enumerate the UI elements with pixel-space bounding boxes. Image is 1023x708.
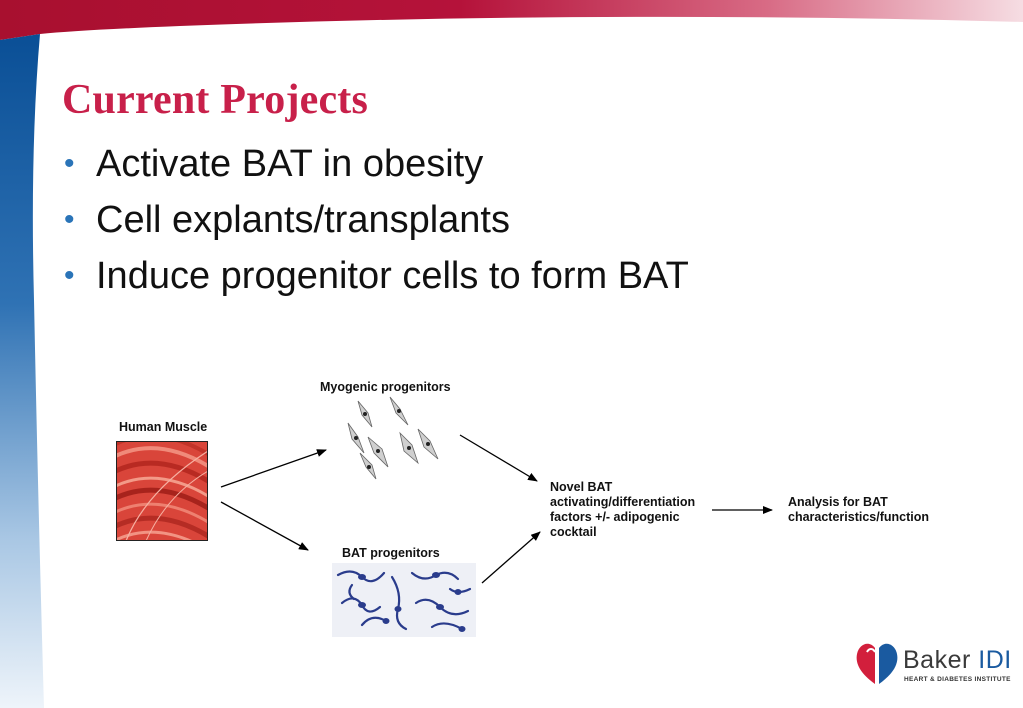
- arrow-bat-to-novel: [481, 531, 541, 584]
- bullet-dot-icon: •: [64, 203, 75, 236]
- arrow-muscle-to-myogenic: [220, 449, 327, 488]
- arrow-myogenic-to-novel: [459, 434, 538, 482]
- top-decorative-band: [0, 0, 1023, 40]
- novel-bat-label: Novel BAT activating/differentiation fac…: [550, 480, 695, 540]
- arrow-muscle-to-bat: [220, 501, 309, 551]
- slide-title: Current Projects: [62, 77, 369, 123]
- human-muscle-image: [116, 441, 208, 541]
- bullet-item: • Activate BAT in obesity: [62, 142, 689, 198]
- bullet-dot-icon: •: [64, 259, 75, 292]
- bullet-item: • Cell explants/transplants: [62, 198, 689, 254]
- logo-name: Baker IDI: [903, 646, 1012, 675]
- novel-bat-line: factors +/- adipogenic: [550, 510, 680, 524]
- myogenic-cells-image: [347, 396, 439, 480]
- novel-bat-line: Novel BAT: [550, 480, 613, 494]
- baker-idi-logo: Baker IDI HEART & DIABETES INSTITUTE: [855, 640, 1011, 688]
- novel-bat-line: activating/differentiation: [550, 495, 696, 509]
- heart-logo-icon: [856, 643, 898, 684]
- analysis-label: Analysis for BAT characteristics/functio…: [788, 495, 929, 525]
- logo-subtitle: HEART & DIABETES INSTITUTE: [904, 676, 1011, 683]
- bat-progenitors-label: BAT progenitors: [342, 546, 440, 560]
- bullet-text: Induce progenitor cells to form BAT: [96, 255, 689, 297]
- bat-progenitors-image: [332, 563, 476, 637]
- bullet-list: • Activate BAT in obesity • Cell explants/…: [62, 142, 689, 310]
- bullet-text: Cell explants/transplants: [96, 199, 510, 241]
- analysis-line: Analysis for BAT: [788, 495, 888, 509]
- human-muscle-label: Human Muscle: [119, 420, 208, 434]
- novel-bat-line: cocktail: [550, 525, 597, 539]
- analysis-line: characteristics/function: [788, 510, 930, 524]
- logo-name-idi: IDI: [978, 646, 1012, 674]
- logo-name-baker: Baker: [903, 646, 971, 674]
- bullet-item: • Induce progenitor cells to form BAT: [62, 254, 689, 310]
- bullet-text: Activate BAT in obesity: [96, 143, 484, 185]
- myogenic-progenitors-label: Myogenic progenitors: [320, 380, 451, 394]
- left-decorative-band: [0, 34, 44, 708]
- bullet-dot-icon: •: [64, 147, 75, 180]
